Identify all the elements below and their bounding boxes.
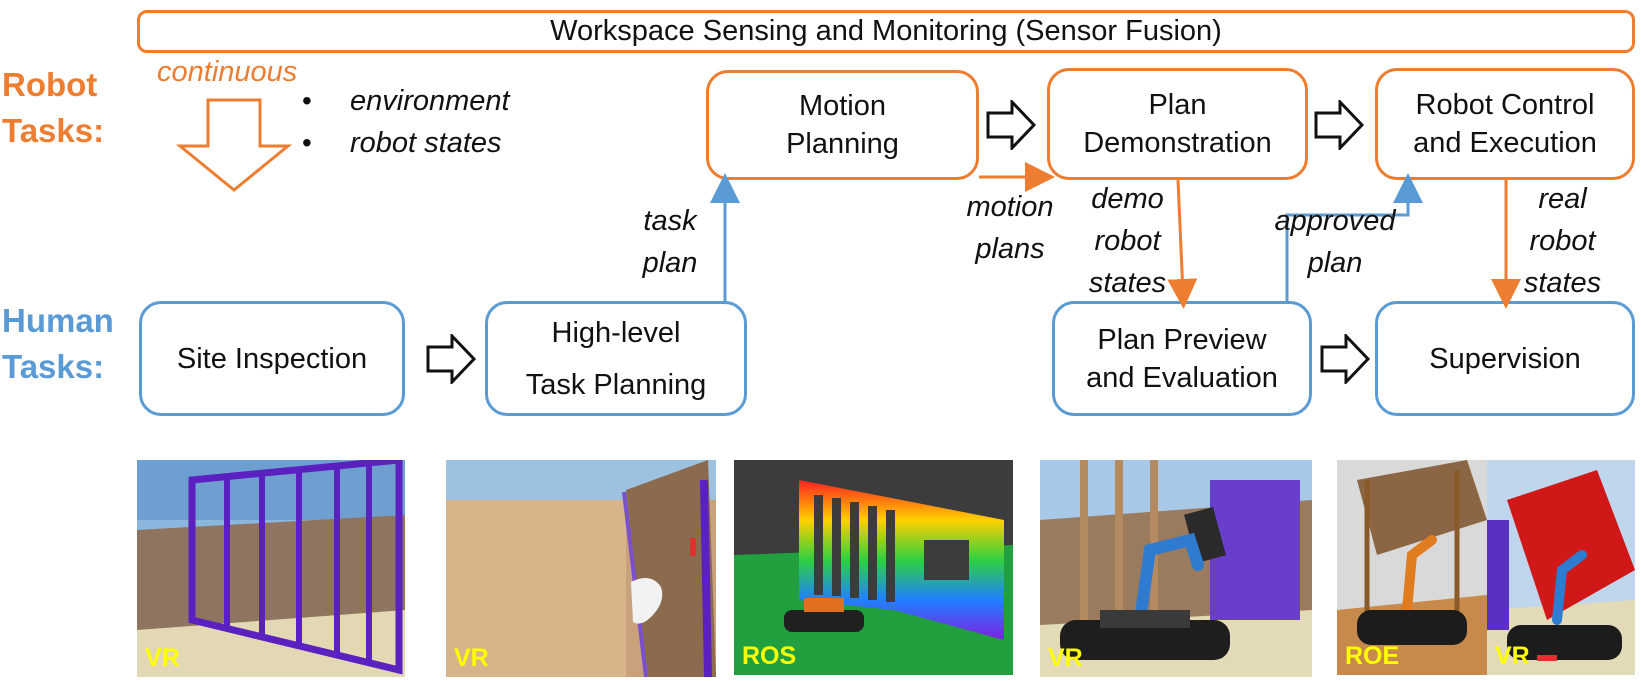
bullet-item: •robot states (302, 126, 502, 159)
bullet-item: •environment (302, 84, 510, 117)
continuous-text: continuous (157, 56, 298, 88)
site-inspection-box: Site Inspection (139, 301, 405, 416)
human-tasks-label: Human Tasks: (2, 302, 114, 385)
thumbnail-vr-plan-preview: VR (1040, 460, 1312, 677)
roe-scene-image (1337, 460, 1487, 675)
real-robot-states-label: real robot states (1523, 183, 1602, 299)
vr-scene-image (137, 460, 405, 677)
demo-robot-states-label: demo robot states (1088, 183, 1167, 299)
thumbnail-tag: VR (145, 644, 180, 672)
thumbnail-tag: VR (454, 644, 489, 672)
flow-arrow-icon (986, 100, 1037, 150)
robot-tasks-label: Robot Tasks: (2, 66, 105, 149)
vr-scene-image (1487, 460, 1635, 675)
connectors (710, 162, 1521, 309)
sensing-bullets: •environment •robot states (300, 80, 510, 164)
approved-plan-connector (1285, 173, 1423, 301)
thumbnail-tag: VR (1495, 642, 1530, 670)
banner-title: Workspace Sensing and Monitoring (Sensor… (550, 15, 1222, 47)
sensor-fusion-banner: Workspace Sensing and Monitoring (Sensor… (137, 10, 1635, 53)
motion-planning-box: Motion Planning (706, 70, 979, 180)
thumbnail-vr-supervision: VR (1487, 460, 1635, 675)
flow-arrow-icon (1314, 100, 1365, 150)
vr-scene-image (1040, 460, 1312, 677)
motion-plans-label: motion plans (966, 191, 1054, 265)
approved-plan-label: approved plan (1274, 205, 1396, 279)
flow-arrow-icon (426, 334, 477, 384)
flow-arrow-icon (1320, 334, 1371, 384)
demo-states-connector (1167, 179, 1198, 309)
down-arrow-icon (176, 98, 292, 192)
thumbnail-vr-site-inspection: VR (137, 460, 405, 677)
thumbnail-roe-supervision: ROE (1337, 460, 1487, 675)
thumbnail-tag: ROE (1345, 642, 1400, 670)
thumbnail-vr-task-planning: VR (446, 460, 716, 677)
vr-scene-image (446, 460, 716, 677)
plan-demonstration-box: Plan Demonstration (1047, 68, 1308, 180)
task-planning-box: High-level Task Planning (485, 301, 747, 416)
thumbnail-ros-motion-planning: ROS (734, 460, 1013, 675)
task-plan-label: task plan (642, 205, 698, 279)
robot-control-box: Robot Control and Execution (1375, 68, 1635, 180)
thumbnail-tag: ROS (742, 642, 797, 670)
thumbnail-tag: VR (1048, 644, 1083, 672)
ros-scene-image (734, 460, 1013, 675)
continuous-label: continuous (157, 56, 297, 89)
